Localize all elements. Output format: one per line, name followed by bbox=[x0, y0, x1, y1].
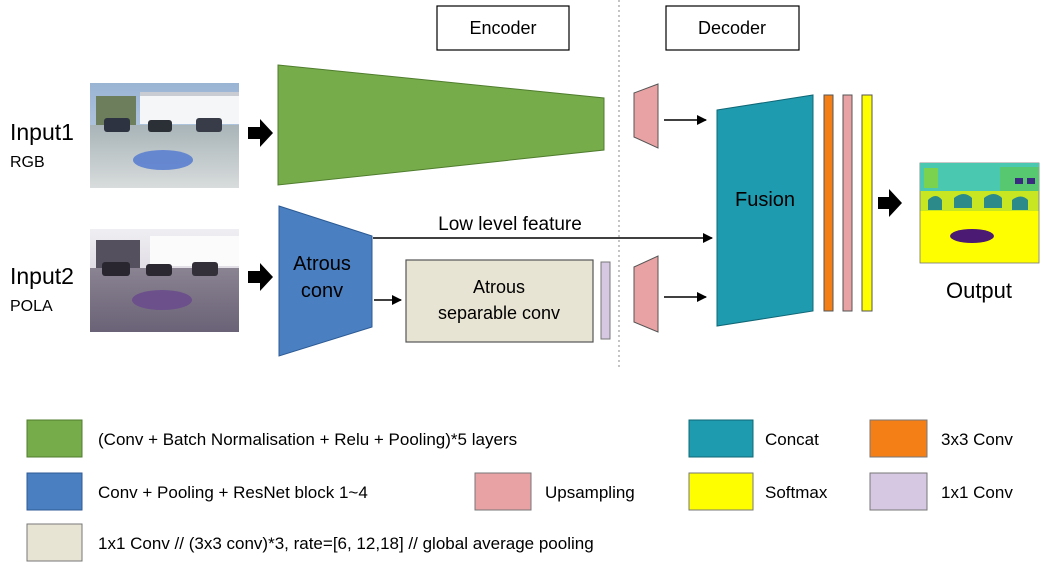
legend-label-concat: Concat bbox=[765, 430, 819, 449]
input1-arrow-icon bbox=[248, 119, 273, 147]
legend-item-conv-pool-resnet: Conv + Pooling + ResNet block 1~4 bbox=[26, 472, 368, 511]
atrous-separable-line2: separable conv bbox=[438, 303, 560, 323]
upsampling-block-top bbox=[633, 83, 659, 149]
legend-swatch-teal bbox=[688, 419, 754, 458]
fusion-block: Fusion bbox=[716, 94, 814, 327]
input2-label: Input2 bbox=[10, 263, 74, 289]
legend-label-conv-pool-resnet: Conv + Pooling + ResNet block 1~4 bbox=[98, 483, 368, 502]
legend-label-conv-bn-relu-pool: (Conv + Batch Normalisation + Relu + Poo… bbox=[98, 430, 517, 449]
legend-item-atrous-spp: 1x1 Conv // (3x3 conv)*3, rate=[6, 12,18… bbox=[26, 523, 594, 562]
legend-item-softmax: Softmax bbox=[688, 472, 828, 511]
input2-arrow-icon bbox=[248, 263, 273, 291]
input1-rgb-image bbox=[90, 83, 239, 188]
output-segmentation-image bbox=[919, 162, 1040, 264]
atrous-separable-line1: Atrous bbox=[473, 277, 525, 297]
legend-label-conv1x1: 1x1 Conv bbox=[941, 483, 1013, 502]
legend-item-conv3x3: 3x3 Conv bbox=[869, 419, 1013, 458]
output-arrow-icon bbox=[878, 189, 902, 217]
output-label: Output bbox=[946, 278, 1012, 303]
legend-swatch-yellow bbox=[688, 472, 754, 511]
legend-swatch-beige bbox=[26, 523, 83, 562]
atrous-conv-line2: conv bbox=[301, 280, 343, 302]
input1-label: Input1 bbox=[10, 119, 74, 145]
legend-label-upsampling: Upsampling bbox=[545, 483, 635, 502]
legend-swatch-pink bbox=[474, 472, 532, 511]
legend-label-conv3x3: 3x3 Conv bbox=[941, 430, 1013, 449]
encoder-trapezoid bbox=[277, 64, 605, 186]
legend-item-conv1x1: 1x1 Conv bbox=[869, 472, 1013, 511]
legend-swatch-lavender bbox=[869, 472, 928, 511]
legend-swatch-green bbox=[26, 419, 83, 458]
atrous-conv-block: Atrous conv bbox=[278, 205, 373, 357]
encoder-label: Encoder bbox=[469, 18, 536, 38]
decoder-header: Decoder bbox=[665, 5, 800, 51]
legend: (Conv + Batch Normalisation + Relu + Poo… bbox=[26, 419, 1013, 562]
fusion-label: Fusion bbox=[735, 189, 795, 211]
conv3x3-bar-decoder bbox=[823, 94, 834, 312]
softmax-bar-decoder bbox=[861, 94, 873, 312]
encoder-header: Encoder bbox=[436, 5, 570, 51]
legend-swatch-orange bbox=[869, 419, 928, 458]
low-level-feature-label: Low level feature bbox=[438, 214, 582, 235]
upsampling-bar-decoder bbox=[842, 94, 853, 312]
legend-item-upsampling: Upsampling bbox=[474, 472, 635, 511]
input2-sub-label: POLA bbox=[10, 298, 53, 315]
input1-sub-label: RGB bbox=[10, 154, 45, 171]
legend-item-concat: Concat bbox=[688, 419, 819, 458]
legend-label-atrous-spp: 1x1 Conv // (3x3 conv)*3, rate=[6, 12,18… bbox=[98, 534, 594, 553]
decoder-label: Decoder bbox=[698, 18, 766, 38]
legend-item-conv-bn-relu-pool: (Conv + Batch Normalisation + Relu + Poo… bbox=[26, 419, 517, 458]
atrous-separable-conv-block: Atrous separable conv bbox=[405, 259, 594, 343]
legend-label-softmax: Softmax bbox=[765, 483, 828, 502]
upsampling-block-bottom bbox=[633, 255, 659, 333]
legend-swatch-blue bbox=[26, 472, 83, 511]
conv1x1-bar-encoder bbox=[600, 261, 611, 340]
input2-pola-image bbox=[90, 229, 239, 332]
atrous-conv-line1: Atrous bbox=[293, 253, 351, 275]
